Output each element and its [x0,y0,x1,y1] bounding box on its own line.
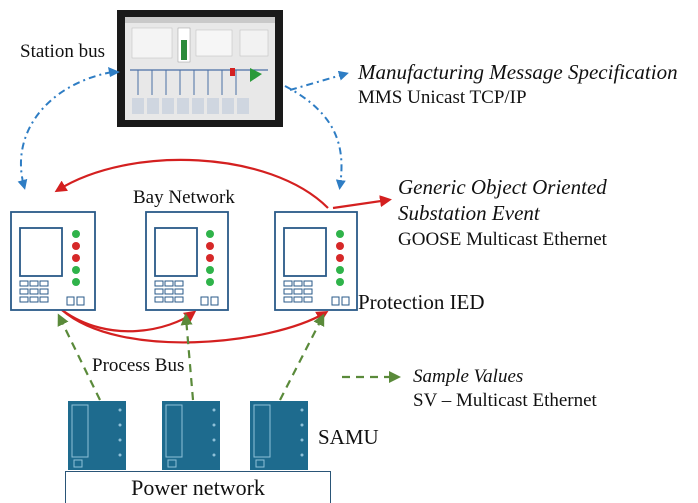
station-bus-label: Station bus [20,41,105,62]
samu-left [68,401,126,470]
ied-right [274,211,358,311]
ied-middle [145,211,229,311]
process-bus-label: Process Bus [92,355,185,376]
goose-bottom-arrow-2 [61,309,329,344]
station-bus-left-arrow [17,71,113,190]
goose-title-line2: Substation Event [398,201,540,225]
process-bus-arrow-right [279,313,325,401]
goose-legend-arrow [332,195,392,210]
process-bus-arrow-middle [180,313,195,401]
protection-ied-label: Protection IED [358,290,485,314]
sv-subtitle: SV – Multicast Ethernet [413,390,597,411]
samu-middle [162,401,220,470]
mms-arrow [289,70,349,91]
mms-title: Manufacturing Message Specification [358,60,678,84]
station-bus-left-arrowhead [108,67,120,77]
goose-bottom-arrow-1 [61,309,197,333]
goose-title-line1: Generic Object Oriented [398,175,607,199]
samu-right [250,401,308,470]
process-bus-arrow-left [57,313,101,401]
mms-subtitle: MMS Unicast TCP/IP [358,87,527,108]
samu-label: SAMU [318,425,379,449]
goose-subtitle: GOOSE Multicast Ethernet [398,229,607,250]
samu-devices [68,401,308,470]
hmi-monitor [117,10,283,127]
process-bus-arrows [57,313,401,401]
goose-top-arrow [54,158,329,209]
sv-title: Sample Values [413,366,524,387]
power-network-box: Power network [65,471,331,503]
station-bus-arrows [17,70,349,190]
ied-left [10,211,96,311]
station-bus-right-arrow [284,85,346,190]
power-network-label: Power network [131,474,265,500]
bay-network-label: Bay Network [133,187,235,208]
